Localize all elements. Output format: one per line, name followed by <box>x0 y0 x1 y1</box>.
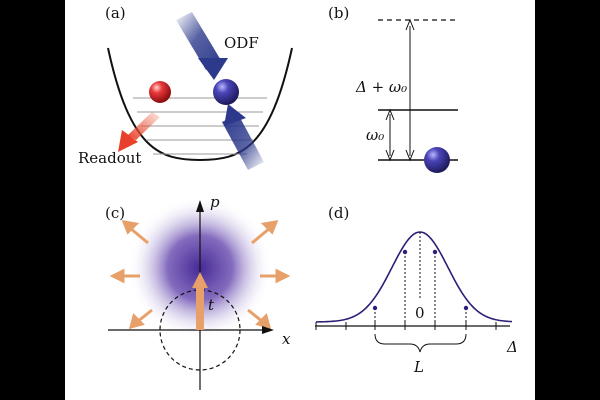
omega0-label: ω₀ <box>366 126 384 144</box>
curve-sample-dots <box>372 249 469 311</box>
panel-a: (a) ODF Readout <box>78 4 293 170</box>
page-background <box>65 0 535 400</box>
panel-b-label: (b) <box>328 4 349 22</box>
p-axis-label: p <box>210 193 220 211</box>
dotted-markers <box>374 232 467 326</box>
p-axis-arrowhead <box>196 200 204 212</box>
red-ion <box>149 81 171 103</box>
zero-label: 0 <box>415 304 425 322</box>
omega-arrowhead-up <box>385 108 395 121</box>
panel-c: (c) p x t <box>105 193 291 390</box>
delta-axis-label: Δ <box>506 338 518 356</box>
blue-ion-level <box>424 147 450 173</box>
odf-beam-lower <box>222 114 264 170</box>
delta-plus-omega-label: Δ + ω₀ <box>355 78 407 96</box>
t-label: t <box>208 296 215 314</box>
x-axis-label: x <box>282 330 291 348</box>
delta-omega-arrowhead-down <box>405 149 415 162</box>
L-label: L <box>413 358 424 376</box>
L-brace <box>374 333 467 353</box>
delta-omega-arrowhead-up <box>405 18 415 31</box>
displacement-spokes <box>109 220 291 330</box>
displacement-arrow-shaft <box>196 285 204 330</box>
omega-arrowhead-down <box>385 149 395 162</box>
odf-arrowhead-lower <box>224 104 246 126</box>
readout-label: Readout <box>78 149 141 167</box>
blue-ion <box>213 79 239 105</box>
panel-a-label: (a) <box>105 4 126 22</box>
x-axis-arrowhead <box>262 326 274 334</box>
panel-c-label: (c) <box>105 204 125 222</box>
panel-d-label: (d) <box>328 204 349 222</box>
readout-arrowhead <box>118 130 138 152</box>
odf-label: ODF <box>224 34 259 52</box>
readout-beam <box>128 112 160 140</box>
odf-arrowhead-upper <box>198 58 228 80</box>
gaussian-curve <box>315 231 513 323</box>
panel-b: (b) Δ + ω₀ ω₀ <box>328 4 458 173</box>
harmonic-potential-curve <box>107 47 293 162</box>
displacement-arrowhead <box>192 272 208 288</box>
panel-d: (d) 0 L Δ <box>315 204 518 376</box>
odf-beam-upper <box>176 12 222 70</box>
